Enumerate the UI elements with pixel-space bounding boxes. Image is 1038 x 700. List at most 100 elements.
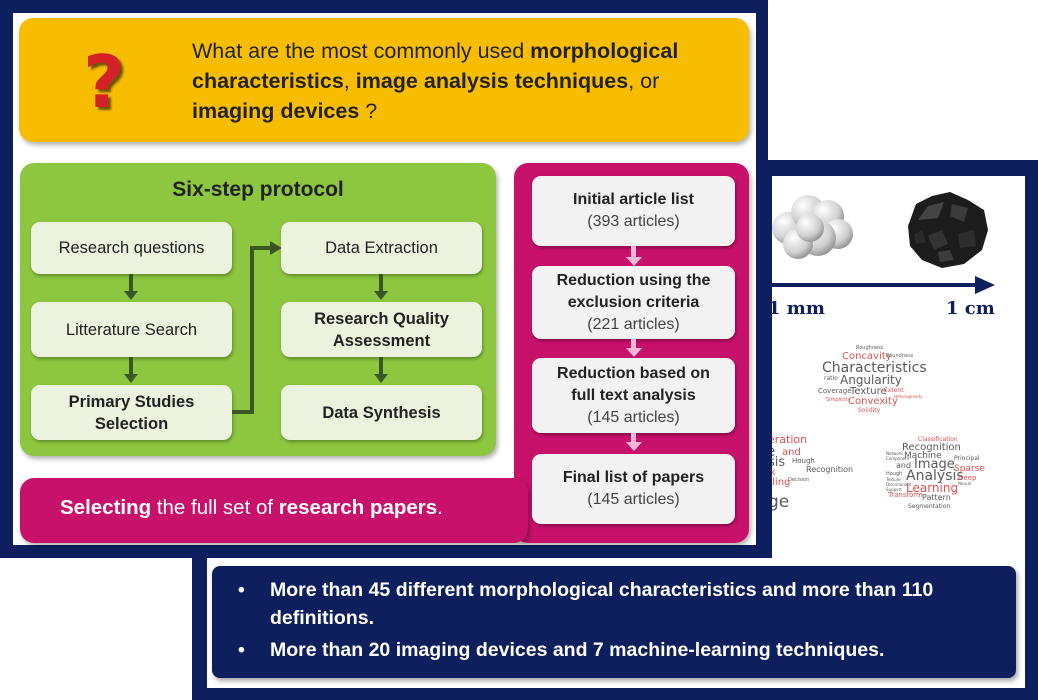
pipeline-card-fulltext: Reduction based on full text analysis (1… [532,358,735,433]
light-particle-image [772,195,853,259]
pipeline-card-count: (393 articles) [587,213,680,230]
wc-word: Extent [884,387,904,394]
wc-word: Segmentation [908,503,951,510]
flow-arrow-stem [379,357,383,375]
question-text-part: ? [359,99,378,123]
wc-word: Roughness [856,345,884,351]
wc-word: Characteristics [822,360,927,376]
wc-word: Analysis [906,468,964,484]
wc-word: Learning [906,481,959,495]
wc-word: Recognition [902,442,961,453]
wc-word: k [772,467,776,478]
wc-word: Classification [918,436,958,443]
step-research-quality-assessment: Research Quality Assessment [281,302,482,357]
step-research-questions: Research questions [31,222,232,274]
wc-word: e [772,444,775,459]
question-text-bold: imaging devices [192,99,360,123]
question-text-bold: image analysis techniques [355,69,629,93]
flow-arrow-down-icon [124,374,138,383]
scale-axis [772,283,977,287]
wc-word: Discriminant [886,482,912,487]
selection-banner-text: Selecting the full set of research paper… [60,496,443,520]
pipeline-card-title: Reduction using the exclusion criteria [556,271,711,311]
wc-word: Roundness [886,353,914,359]
wc-word: Pattern [922,493,951,502]
wc-word: and [782,447,801,458]
wc-word: Texture [850,386,887,397]
scale-label-max: 1 cm [946,298,995,319]
wc-word: Decision [788,477,810,483]
finding-text: More than 45 different morphological cha… [270,579,934,629]
wc-word: Network [886,451,903,456]
banner-text-part: the full set of [151,496,279,519]
wc-word: Neural [958,481,972,486]
dark-particle-image [908,192,988,268]
pipeline-arrow-stem [631,339,636,349]
research-question-text: What are the most commonly used morpholo… [192,36,740,126]
flow-arrow-stem [129,274,133,292]
wc-word: Hough [792,457,815,465]
step-literature-search: Litterature Search [31,302,232,357]
wc-word: Transform [888,491,923,499]
wc-word: Deep [958,474,977,482]
wc-word: Principal [954,455,980,462]
flow-arrow-stem [129,357,133,375]
question-text-part: , [343,69,356,93]
banner-text-bold: Selecting [60,496,152,519]
pipeline-card-title: Final list of papers [562,469,705,486]
protocol-title: Six-step protocol [172,178,344,201]
scale-label-min: 1 mm [772,298,825,319]
finding-text: More than 20 imaging devices and 7 machi… [270,639,885,661]
wc-word: Texture [886,477,901,482]
wc-word: Heterogeneity [894,394,923,399]
pipeline-card-title: Reduction based on full text analysis [557,364,710,404]
flow-arrow-down-icon [374,374,388,383]
wc-word: Sparse [954,464,985,474]
pipeline-card-exclusion: Reduction using the exclusion criteria (… [532,266,735,339]
pipeline-card-count: (145 articles) [587,491,680,508]
wc-word: Image [914,457,955,472]
wc-word: eration [772,433,808,446]
pipeline-arrow-down-icon [626,257,642,266]
wc-word: Angularity [840,373,902,387]
selection-banner [20,478,528,543]
wc-word: ratio [824,375,838,382]
wc-word: Solidity [858,407,881,414]
pipeline-card-count: (221 articles) [587,315,680,333]
wc-word: Convexity [848,396,898,407]
wc-word: Support [886,487,902,492]
research-question-box [19,18,749,142]
wc-word: eling [772,477,791,488]
pipeline-card-title: Initial article list [573,191,694,208]
question-text-bold: characteristics [192,69,344,93]
finding-item: • More than 45 different morphological c… [230,576,1004,632]
wc-word: Coverage [818,387,852,395]
bullet-icon: • [238,579,245,601]
step-data-extraction: Data Extraction [281,222,482,274]
scale-axis-arrowhead [975,276,995,294]
wc-word: Hough [886,471,903,477]
question-text-part: What are the most commonly used [192,39,531,63]
banner-text-bold: research papers [278,496,438,519]
finding-item: • More than 20 imaging devices and 7 mac… [230,636,1004,664]
wc-word: Concavity [842,351,892,362]
step-primary-studies-selection: Primary Studies Selection [31,385,232,440]
flow-connector [232,241,282,414]
wc-word: ge [772,492,790,512]
right-panel: 1 mm 1 cm Roughness Concavity Roundness … [772,176,1025,558]
question-text-part: , or [628,69,660,93]
flow-arrow-down-icon [374,291,388,300]
bullet-icon: • [238,639,245,661]
pipeline-card-count: (145 articles) [587,408,680,426]
findings-box: • More than 45 different morphological c… [212,566,1016,678]
banner-text-part: . [437,496,443,519]
pipeline-arrow-stem [631,433,636,443]
wc-word: Machine [904,451,942,461]
pipeline-card-initial: Initial article list (393 articles) [532,176,735,246]
pipeline-card-final: Final list of papers (145 articles) [532,454,735,524]
question-text-bold: morphological [530,39,679,63]
wc-word: sis [772,455,786,470]
question-mark-icon: ? [83,40,125,124]
wc-word: and [896,461,912,470]
flow-arrow-down-icon [124,291,138,300]
